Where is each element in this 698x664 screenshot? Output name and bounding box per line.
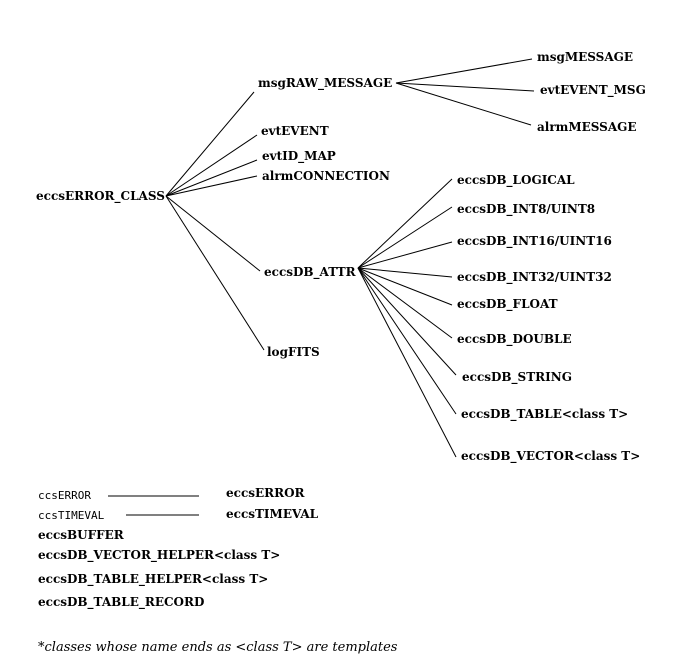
edge-eccsdb-attr-to-eccsdb-double bbox=[357, 267, 453, 339]
edge-msgraw-message-to-evtevent-msg bbox=[395, 82, 535, 92]
class-eccsdb-table-helper: eccsDB_TABLE_HELPER<class T> bbox=[38, 572, 268, 587]
class-evtid-map: evtID_MAP bbox=[262, 149, 336, 164]
edge-eccsdb-attr-to-eccsdb-int16-uint16 bbox=[357, 241, 453, 269]
class-eccsdb-table: eccsDB_TABLE<class T> bbox=[461, 407, 628, 422]
edge-eccserror-class-to-logfits bbox=[165, 195, 265, 351]
edge-msgraw-message-to-alrmmessage bbox=[395, 82, 532, 126]
class-eccsdb-float: eccsDB_FLOAT bbox=[457, 297, 558, 312]
class-evtevent-msg: evtEVENT_MSG bbox=[540, 83, 646, 98]
edge-eccsdb-attr-to-eccsdb-int8-uint8 bbox=[357, 206, 453, 269]
edge-eccserror-class-to-eccsdb-attr bbox=[165, 195, 261, 272]
edge-eccsdb-attr-to-eccsdb-string bbox=[357, 267, 457, 376]
class-alrmmessage: alrmMESSAGE bbox=[537, 120, 637, 134]
class-msgraw-message: msgRAW_MESSAGE bbox=[258, 76, 392, 91]
class-eccsdb-int32-uint32: eccsDB_INT32/UINT32 bbox=[457, 270, 612, 285]
class-ccstimeval: ccsTIMEVAL bbox=[38, 509, 105, 522]
class-eccserror-class: eccsERROR_CLASS bbox=[36, 189, 165, 204]
class-eccserror: eccsERROR bbox=[226, 486, 306, 500]
edge-eccserror-class-to-evtevent bbox=[165, 134, 258, 197]
class-eccsdb-table-record: eccsDB_TABLE_RECORD bbox=[38, 595, 204, 610]
edge-eccserror-class-to-evtid-map bbox=[165, 159, 258, 197]
edge-eccsdb-attr-to-eccsdb-vector bbox=[357, 267, 457, 458]
edge-eccsdb-attr-to-eccsdb-float bbox=[357, 267, 453, 306]
edge-eccsdb-attr-to-eccsdb-int32-uint32 bbox=[357, 267, 453, 278]
class-msgmessage: msgMESSAGE bbox=[537, 50, 633, 64]
class-eccsbuffer: eccsBUFFER bbox=[38, 528, 125, 542]
class-logfits: logFITS bbox=[267, 345, 320, 359]
class-eccsdb-attr: eccsDB_ATTR bbox=[264, 265, 357, 280]
class-eccsdb-int16-uint16: eccsDB_INT16/UINT16 bbox=[457, 234, 612, 249]
class-evtevent: evtEVENT bbox=[261, 124, 329, 138]
edge-msgraw-message-to-msgmessage bbox=[395, 58, 533, 84]
edge-eccserror-class-to-msgraw-message bbox=[165, 91, 255, 197]
class-eccsdb-string: eccsDB_STRING bbox=[462, 370, 572, 385]
class-eccsdb-double: eccsDB_DOUBLE bbox=[457, 332, 572, 347]
class-eccsdb-vector: eccsDB_VECTOR<class T> bbox=[461, 449, 640, 464]
class-eccsdb-int8-uint8: eccsDB_INT8/UINT8 bbox=[457, 202, 595, 217]
footnote: *classes whose name ends as <class T> ar… bbox=[38, 640, 398, 655]
edge-eccserror-class-to-alrmconnection bbox=[165, 175, 258, 197]
class-eccstimeval: eccsTIMEVAL bbox=[226, 507, 319, 521]
edge-eccsdb-attr-to-eccsdb-logical bbox=[357, 178, 453, 269]
class-eccsdb-logical: eccsDB_LOGICAL bbox=[457, 173, 575, 188]
class-eccsdb-vector-helper: eccsDB_VECTOR_HELPER<class T> bbox=[38, 548, 280, 563]
class-alrmconnection: alrmCONNECTION bbox=[262, 169, 390, 183]
edge-eccsdb-attr-to-eccsdb-table bbox=[357, 267, 457, 415]
class-ccserror: ccsERROR bbox=[38, 489, 91, 502]
